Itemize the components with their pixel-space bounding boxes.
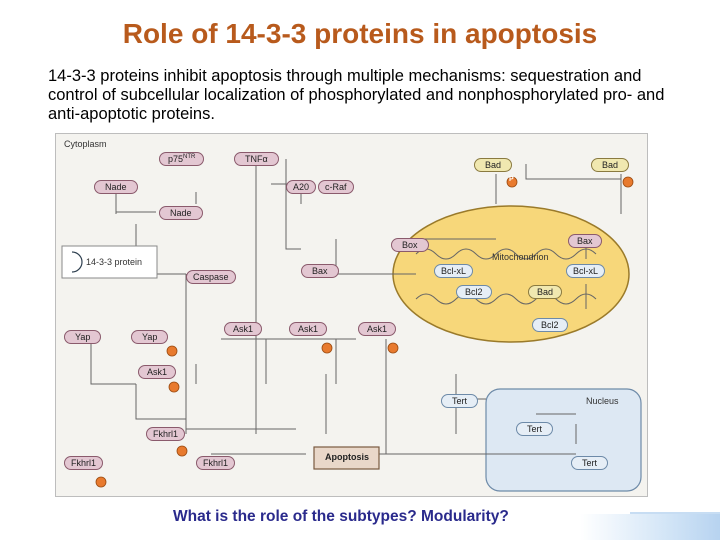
phospho-label-1: P	[509, 176, 514, 183]
node-bcl2-mito-1: Bcl2	[456, 285, 492, 299]
node-fkhrl1-b: Fkhrl1	[64, 456, 104, 470]
node-bad-top-2: Bad	[591, 158, 630, 172]
slide-body-text: 14-3-3 proteins inhibit apoptosis throug…	[48, 67, 665, 123]
node-nade-1: Nade	[94, 180, 138, 194]
node-nade-2: Nade	[159, 206, 203, 220]
slide-caption: What is the role of the subtypes? Modula…	[173, 508, 509, 525]
node-box: Box	[391, 238, 429, 252]
node-fkhrl1-c: Fkhrl1	[196, 456, 236, 470]
node-tnf: TNFα	[234, 152, 279, 166]
decor-gradient	[580, 514, 720, 540]
node-bad-mito: Bad	[528, 285, 563, 299]
legend-box	[61, 245, 158, 279]
node-tert-2: Tert	[516, 422, 554, 436]
cytoplasm-label: Cytoplasm	[64, 139, 107, 149]
node-ask1-c: Ask1	[358, 322, 397, 336]
legend-14-3-3-icon	[71, 251, 83, 273]
nucleus-label: Nucleus	[586, 396, 619, 406]
node-bax-mito: Bax	[568, 234, 602, 248]
node-yap-1: Yap	[64, 330, 102, 344]
apoptosis-pathway-diagram: Cytoplasm Mitochondrion Nucleus 14-3-3 p…	[55, 133, 648, 497]
decor-line	[630, 512, 720, 514]
node-p75: p75NTR	[159, 152, 205, 166]
apoptosis-box	[313, 446, 380, 470]
node-tert-3: Tert	[571, 456, 609, 470]
node-tert-1: Tert	[441, 394, 479, 408]
node-ask1-b: Ask1	[289, 322, 328, 336]
node-ask1-a: Ask1	[224, 322, 263, 336]
phospho-markers	[95, 176, 634, 488]
node-fkhrl1-a: Fkhrl1	[146, 427, 186, 441]
node-bcl-xl-mito-left: Bcl-xL	[434, 264, 474, 278]
node-caspase: Caspase	[186, 270, 236, 284]
node-ask1-d: Ask1	[138, 365, 177, 379]
legend-label: 14-3-3 protein	[86, 257, 143, 267]
node-yap-2: Yap	[131, 330, 169, 344]
node-bax: Bax	[301, 264, 339, 278]
node-bcl-xl-mito-right: Bcl-xL	[566, 264, 606, 278]
node-apoptosis: Apoptosis	[325, 452, 369, 462]
mitochondrion-label: Mitochondrion	[492, 252, 549, 262]
slide-title: Role of 14-3-3 proteins in apoptosis	[122, 18, 598, 49]
node-c-raf: c-Raf	[318, 180, 354, 194]
node-bad-top-1: Bad	[474, 158, 513, 172]
node-bcl2-mito-2: Bcl2	[532, 318, 568, 332]
node-a20: A20	[286, 180, 317, 194]
